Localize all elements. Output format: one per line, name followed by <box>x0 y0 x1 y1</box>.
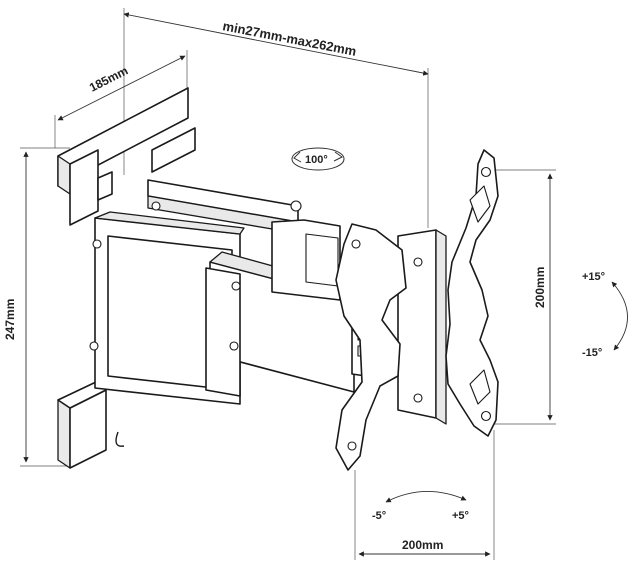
height-label: 247mm <box>3 299 17 340</box>
tilt-screw-top <box>413 257 423 267</box>
wall-plate-front-upper <box>69 149 99 226</box>
rotation-arc-icon <box>385 491 467 503</box>
bracket-pivot-bottom <box>89 341 99 351</box>
vesa-rear-plate <box>335 223 407 471</box>
depth-dimension-line <box>57 55 186 121</box>
wall-plate-lower-side <box>57 399 71 469</box>
tilt-down-label: -15° <box>582 347 602 359</box>
wall-plate-tab <box>97 171 113 201</box>
inner-arm-bracket-top <box>94 211 245 235</box>
wall-plate-hook <box>115 431 125 447</box>
vesa-front-plate <box>445 149 499 437</box>
front-plate-slot-top <box>469 185 491 223</box>
rotation-indicators <box>291 147 628 503</box>
arm-connector-slot <box>305 233 339 287</box>
vesa-horizontal-label: 200mm <box>402 538 443 552</box>
rear-vesa-hole-1 <box>351 239 361 249</box>
tilt-screw-bottom <box>413 393 423 403</box>
tilt-head <box>351 229 447 425</box>
rotate-left-label: -5° <box>372 510 386 522</box>
arm-extension-dimension-line <box>123 12 429 76</box>
hinge-pin-top <box>231 281 241 291</box>
swivel-arrow-right-icon <box>333 151 343 162</box>
tilt-arc-icon <box>611 281 628 351</box>
upper-arm-pivot-left <box>151 201 161 211</box>
swivel-angle-label: 100° <box>305 154 328 166</box>
front-plate-slot-bottom <box>469 369 491 405</box>
middle-arm-hinge <box>205 267 241 397</box>
tilt-bracket-side <box>435 229 447 425</box>
tilt-up-label: +15° <box>582 271 605 283</box>
wall-plate-top-tab <box>151 127 196 173</box>
upper-arm-pivot-right <box>290 200 302 212</box>
swing-arms <box>89 179 361 405</box>
rear-vesa-hole-2 <box>347 441 357 451</box>
dimension-lines <box>20 8 556 560</box>
vesa-plate <box>335 149 499 471</box>
rotate-right-label: +5° <box>452 510 469 522</box>
front-vesa-hole-top <box>480 166 492 178</box>
bracket-pivot-top <box>92 239 102 249</box>
front-vesa-hole-bottom <box>480 410 492 422</box>
vesa-vertical-label: 200mm <box>533 267 547 308</box>
swivel-arrow-left-icon <box>293 151 302 163</box>
wall-plate <box>57 87 196 469</box>
arm-extension-label: min27mm-max262mm <box>221 18 357 59</box>
swivel-ellipse <box>291 147 345 171</box>
hinge-pin-bottom <box>229 341 239 351</box>
